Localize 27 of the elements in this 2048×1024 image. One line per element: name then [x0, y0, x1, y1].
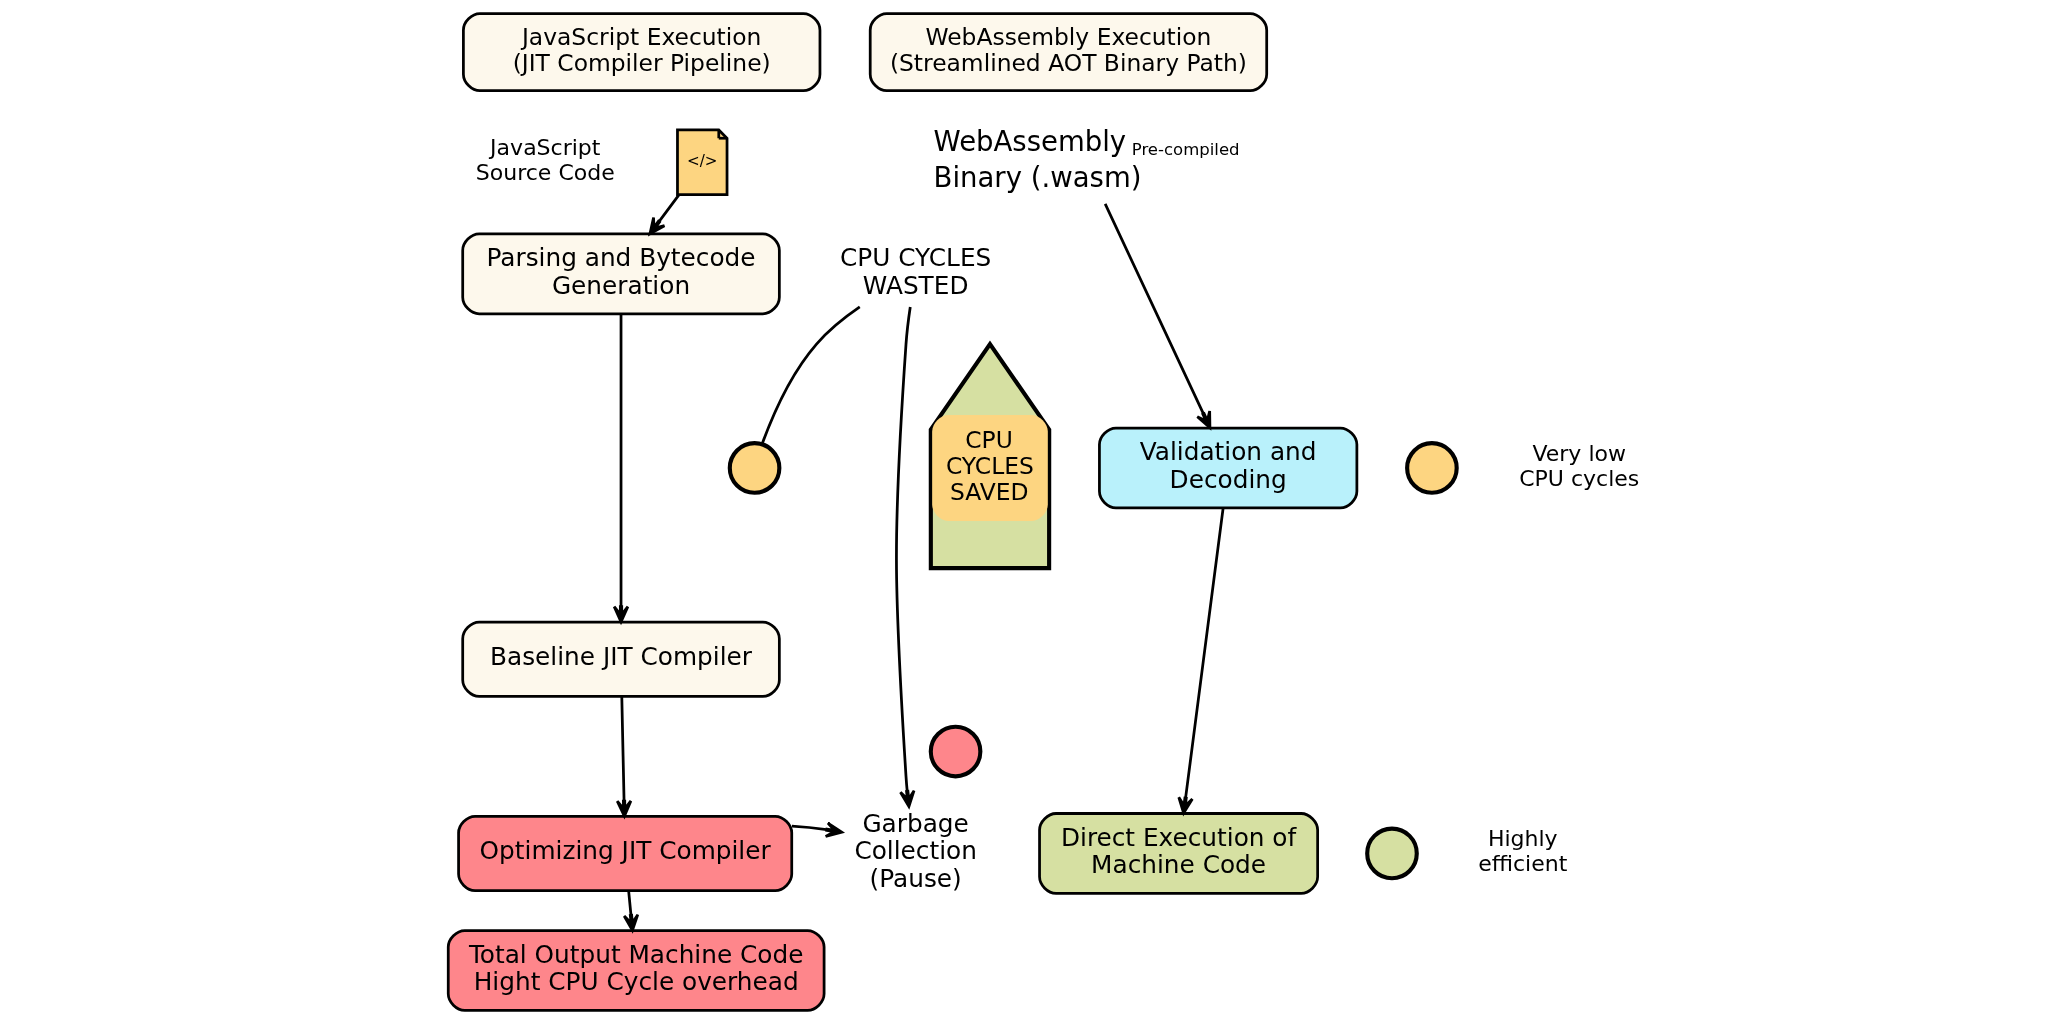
node-circle: [727, 441, 781, 495]
node-box: Optimizing JIT Compiler: [456, 814, 793, 892]
node-box: Baseline JIT Compiler: [460, 620, 781, 698]
node-circle: [1404, 441, 1459, 495]
node-text: Garbage Collection (Pause): [853, 808, 977, 894]
arrow: [791, 821, 843, 838]
node-box: Direct Execution of Machine Code: [1037, 812, 1319, 895]
node-text: WebAssembly Pre-compiled Binary (.wasm): [933, 125, 1240, 194]
node-box: JavaScript Execution (JIT Compiler Pipeline): [461, 12, 821, 93]
node-label: Highly efficient: [1477, 826, 1567, 877]
node-box: Validation and Decoding: [1097, 426, 1358, 510]
connector: [760, 305, 861, 445]
node-box: WebAssembly Execution (Streamlined AOT Binary Path): [868, 12, 1268, 93]
arrow: [615, 696, 632, 818]
arrow: [622, 890, 639, 932]
arrow: [1103, 203, 1211, 429]
node-label: JavaScript Source Code: [475, 135, 615, 185]
node-circle: [1364, 826, 1419, 881]
arrow: [894, 306, 915, 808]
node-box: Total Output Machine Code Hight CPU Cycle overhead: [446, 929, 825, 1012]
arrow: [648, 194, 680, 236]
node-box: Parsing and Bytecode Generation: [460, 232, 781, 316]
arrow: [612, 314, 629, 624]
arrow: [1176, 507, 1224, 815]
node-circle: [928, 724, 982, 779]
node-label: Very low CPU cycles: [1518, 440, 1639, 491]
node-text: CPU CYCLES WASTED: [839, 243, 991, 300]
